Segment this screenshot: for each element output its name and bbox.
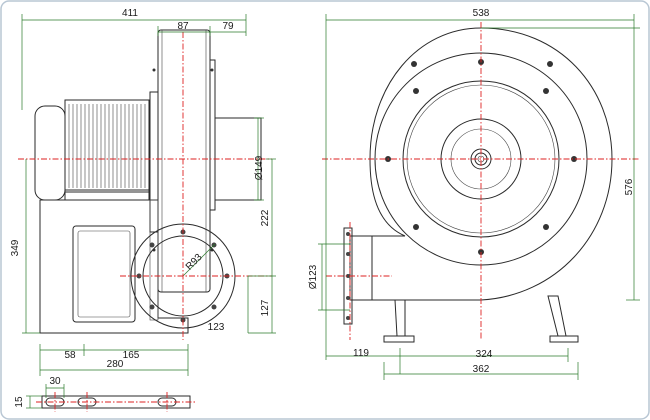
dim-outlet-diameter: Ø123 — [308, 264, 319, 289]
dim-center-height: 222 — [260, 209, 271, 226]
side-view: 411 87 79 Ø149 222 127 349 R93 123 58 16… — [10, 8, 276, 376]
dim-base-length: 280 — [107, 359, 124, 370]
dim-plate-thickness: 15 — [14, 396, 25, 408]
dim-base-second: 165 — [123, 350, 140, 361]
dim-outlet-height: 127 — [260, 299, 271, 316]
front-feet — [383, 295, 579, 343]
dim-outlet-width: 123 — [208, 322, 225, 333]
dim-outlet-offset: 79 — [222, 21, 234, 32]
base-detail: 30 15 — [14, 376, 196, 412]
dim-slot-width: 30 — [49, 376, 61, 387]
dim-inlet-diameter: Ø149 — [254, 155, 265, 180]
front-dimension-lines — [318, 14, 640, 380]
dim-front-overall-width: 538 — [473, 8, 490, 19]
front-view: 538 576 Ø123 119 324 362 — [308, 8, 640, 380]
side-dimension-lines — [21, 14, 276, 376]
dim-base-span: 324 — [476, 349, 493, 360]
dim-base-first: 58 — [64, 350, 76, 361]
dim-side-overall-height: 349 — [10, 239, 21, 256]
dim-front-base-length: 362 — [473, 364, 490, 375]
dim-housing-width: 87 — [177, 21, 189, 32]
dim-side-overall-width: 411 — [122, 8, 138, 19]
casing-bolts — [385, 59, 577, 255]
dim-front-outlet-offset: 119 — [353, 348, 369, 359]
dim-front-overall-height: 576 — [624, 178, 635, 195]
motor — [34, 99, 150, 201]
